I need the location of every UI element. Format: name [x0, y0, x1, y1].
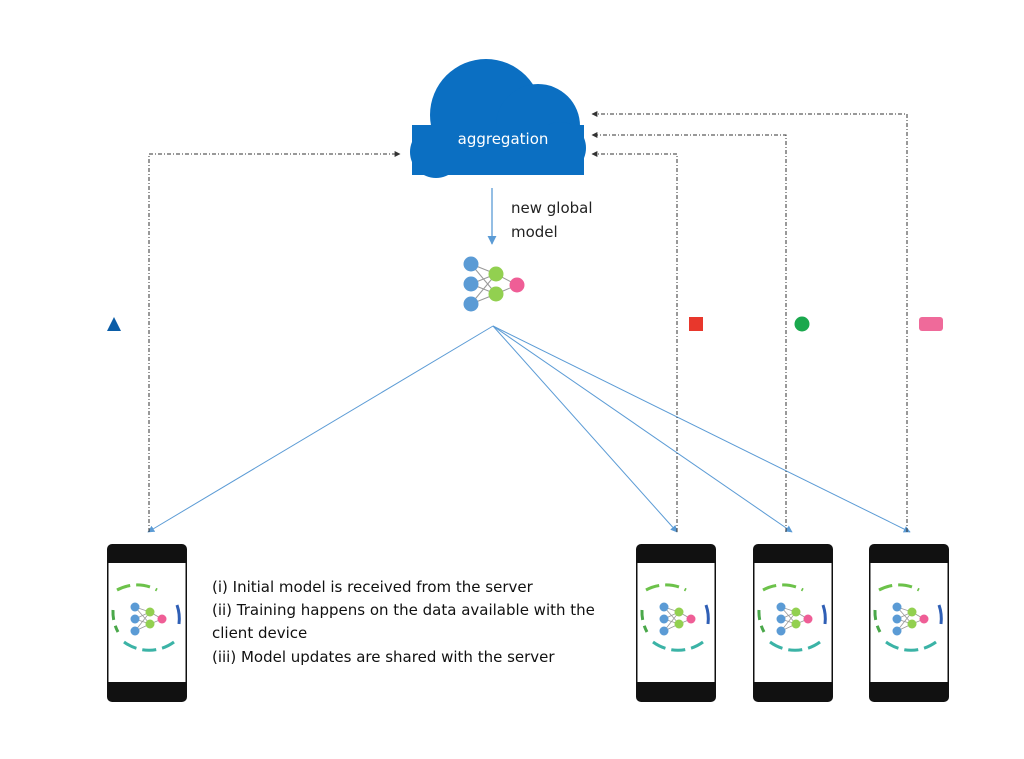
client-phone-3: [753, 544, 833, 702]
note-line-3: client device: [212, 624, 307, 642]
client-4-rounded-marker: [919, 317, 943, 331]
aggregation-cloud: aggregation: [410, 59, 586, 178]
neural-network-icon: [463, 256, 525, 312]
client-phone-4: [869, 544, 949, 702]
distribution-arrow-client-1: [147, 325, 494, 533]
client-2-square-marker: [689, 317, 703, 331]
global-model-label-line2: model: [511, 223, 558, 241]
distribution-arrow-client-2: [492, 325, 678, 533]
distribution-arrow-client-3: [492, 325, 793, 533]
update-connectors: [148, 111, 908, 532]
update-connector-client-1: [148, 151, 401, 532]
global-model-label-line1: new global: [511, 199, 593, 217]
note-line-1: (i) Initial model is received from the s…: [212, 578, 534, 596]
cloud-icon: [410, 59, 586, 178]
client-3-circle-marker: [794, 316, 810, 332]
update-connector-client-2: [591, 151, 678, 532]
cloud-label: aggregation: [458, 130, 549, 148]
note-line-4: (iii) Model updates are shared with the …: [212, 648, 555, 666]
client-1-triangle-marker: [107, 317, 121, 331]
process-notes: (i) Initial model is received from the s…: [212, 578, 595, 666]
distribution-arrow-client-4: [492, 325, 911, 533]
client-phone-2: [636, 544, 716, 702]
client-phone-1: [107, 544, 187, 702]
update-connector-client-4: [591, 111, 908, 532]
note-line-2: (ii) Training happens on the data availa…: [212, 601, 595, 619]
update-connector-client-3: [591, 132, 787, 532]
model-distribution-arrows: [147, 325, 911, 533]
